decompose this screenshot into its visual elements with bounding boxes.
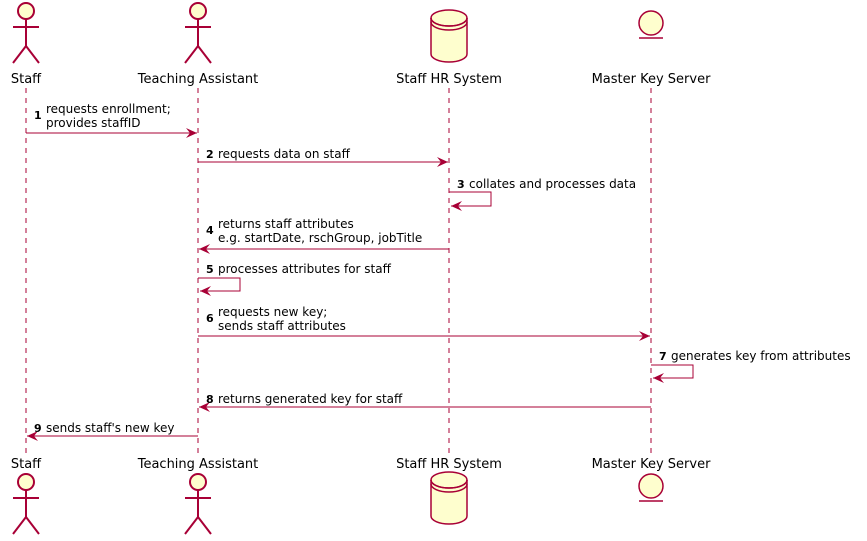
participant-hr-bottom: Staff HR System xyxy=(396,457,502,525)
database-icon xyxy=(430,471,468,525)
database-icon xyxy=(430,9,468,63)
message-number: 3 xyxy=(457,178,465,191)
self-message-arrow xyxy=(198,277,241,296)
participant-mks-top: Master Key Server xyxy=(592,10,712,87)
actor-icon xyxy=(184,473,212,535)
message-text: sends staff's new key xyxy=(46,421,175,435)
message-number: 7 xyxy=(659,350,667,363)
participant-label: Master Key Server xyxy=(592,72,712,87)
message-text: collates and processes data xyxy=(469,177,636,191)
message-text: requests data on staff xyxy=(218,147,351,161)
self-message-arrow xyxy=(651,364,694,383)
message-9: 9 sends staff's new key xyxy=(27,421,198,441)
self-message-arrow xyxy=(449,191,492,211)
participant-label: Master Key Server xyxy=(592,457,712,472)
message-number: 4 xyxy=(206,224,214,237)
message-text: generates key from attributes xyxy=(671,349,851,363)
message-5: 5 processes attributes for staff xyxy=(198,262,392,296)
participant-label: Staff xyxy=(11,72,42,87)
message-number: 6 xyxy=(206,312,214,325)
message-number: 5 xyxy=(206,263,214,276)
participant-ta-bottom: Teaching Assistant xyxy=(137,457,259,535)
message-text: processes attributes for staff xyxy=(218,262,392,276)
actor-icon xyxy=(12,473,40,535)
message-text: requests enrollment; xyxy=(46,102,171,116)
participant-staff-bottom: Staff xyxy=(11,457,42,535)
message-3: 3 collates and processes data xyxy=(449,177,636,211)
actor-icon xyxy=(12,2,40,64)
message-1: 1 requests enrollment;provides staffID xyxy=(26,102,197,138)
entity-icon xyxy=(638,10,664,39)
actor-icon xyxy=(184,2,212,64)
participant-ta-top: Teaching Assistant xyxy=(137,2,259,87)
participant-label: Teaching Assistant xyxy=(137,72,259,87)
participant-label: Staff xyxy=(11,457,42,472)
participant-staff-top: Staff xyxy=(11,2,42,87)
participant-label: Staff HR System xyxy=(396,457,502,472)
message-text: requests new key; xyxy=(218,305,327,319)
message-number: 9 xyxy=(34,422,42,435)
message-text: sends staff attributes xyxy=(218,319,346,333)
message-number: 8 xyxy=(206,393,214,406)
message-text: returns staff attributes xyxy=(218,217,354,231)
message-text: returns generated key for staff xyxy=(218,392,403,406)
message-8: 8 returns generated key for staff xyxy=(199,392,651,412)
message-2: 2 requests data on staff xyxy=(198,147,448,167)
message-6: 6 requests new key;sends staff attributes xyxy=(198,305,650,341)
message-text: e.g. startDate, rschGroup, jobTitle xyxy=(218,231,422,245)
message-number: 2 xyxy=(206,148,214,161)
message-7: 7 generates key from attributes xyxy=(651,349,851,383)
participant-label: Staff HR System xyxy=(396,72,502,87)
message-text: provides staffID xyxy=(46,116,141,130)
participant-mks-bottom: Master Key Server xyxy=(592,457,712,502)
entity-icon xyxy=(638,473,664,502)
participant-label: Teaching Assistant xyxy=(137,457,259,472)
participant-hr-top: Staff HR System xyxy=(396,9,502,87)
message-number: 1 xyxy=(34,109,42,122)
